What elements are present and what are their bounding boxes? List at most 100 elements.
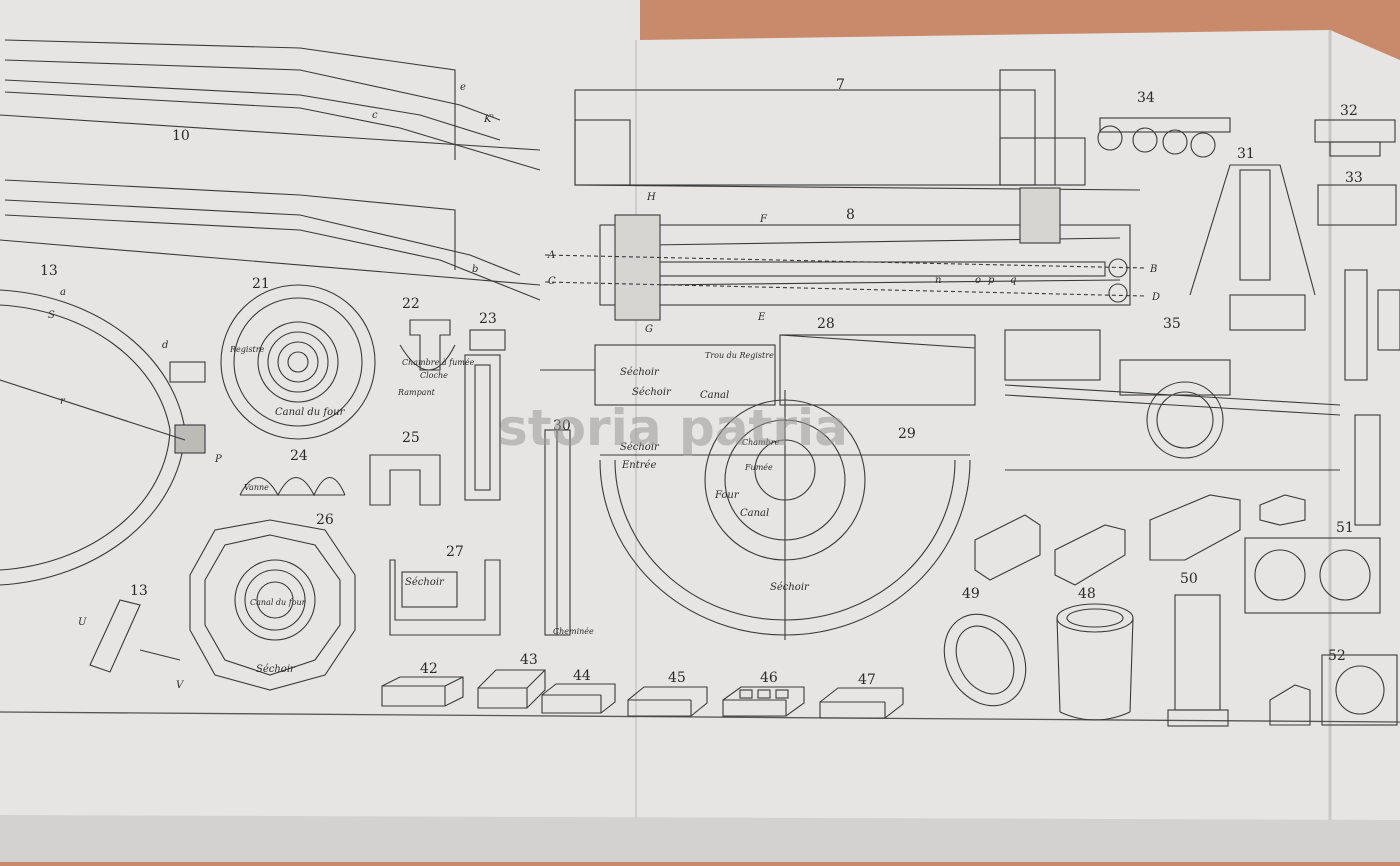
- fig-number-8: 8: [846, 207, 855, 223]
- figure-25-section: [369, 454, 441, 506]
- fig-number-34: 34: [1137, 90, 1155, 106]
- fig-number-46: 46: [760, 670, 778, 686]
- figure-47-brick: [819, 687, 904, 719]
- label-sechoir-28a: Séchoir: [620, 367, 660, 378]
- plate-border-bottom: [0, 711, 1400, 723]
- fig-number-13: 13: [40, 263, 58, 279]
- letter-r: r: [60, 396, 66, 407]
- letter-D: D: [1151, 292, 1160, 303]
- fig-number-49: 49: [962, 586, 980, 602]
- letter-S: S: [48, 310, 55, 321]
- label-fumee: Fumée: [744, 463, 773, 472]
- letter-a: a: [60, 287, 66, 298]
- fig-number-33: 33: [1345, 170, 1363, 186]
- right-edge-columns: [1344, 269, 1400, 526]
- letter-V: V: [176, 680, 185, 691]
- paper-bottom-shadow: [0, 815, 1400, 862]
- label-sechoir-27: Séchoir: [405, 577, 445, 588]
- fig-number-44: 44: [573, 668, 591, 684]
- letter-G: G: [645, 324, 653, 335]
- fig-number-22: 22: [402, 296, 420, 312]
- label-canal-29: Canal: [740, 508, 769, 519]
- letter-K-prime: K': [483, 114, 494, 125]
- fig-number-45: 45: [668, 670, 686, 686]
- label-chambre: Chambre: [742, 438, 780, 447]
- letter-b: b: [472, 264, 478, 275]
- fig-number-25: 25: [402, 430, 420, 446]
- figure-23-flue: [464, 329, 506, 501]
- fig-number-21: 21: [252, 276, 270, 292]
- fig-number-28: 28: [817, 316, 835, 332]
- figure-46-brick: [722, 686, 805, 717]
- letter-o: o: [975, 275, 981, 286]
- fig-number-51: 51: [1336, 520, 1354, 536]
- fig-number-48: 48: [1078, 586, 1096, 602]
- figure-21-round-kiln: [220, 284, 376, 440]
- letter-e: e: [460, 82, 466, 93]
- reference-letters: A B C D E F G H K' P S U V a b c d e n o…: [48, 82, 1160, 691]
- label-rampant: Rampant: [397, 388, 436, 397]
- figure-28-building: [540, 334, 976, 406]
- fig-number-7: 7: [836, 77, 845, 93]
- figure-34-cart: [1097, 117, 1231, 158]
- figure-13-detail: [89, 599, 181, 673]
- fig-number-10: 10: [172, 128, 190, 144]
- figure-33-detail: [1317, 184, 1397, 226]
- letter-H: H: [646, 192, 656, 203]
- fig-number-47: 47: [858, 672, 876, 688]
- letter-c: c: [372, 110, 378, 121]
- figure-27-section: [389, 559, 501, 636]
- label-sechoir-26: Séchoir: [256, 664, 296, 675]
- figure-8-kiln-plan: [544, 187, 1146, 321]
- figure-31-press-tower: [1189, 164, 1316, 331]
- figure-44-perforated-brick: [541, 683, 616, 714]
- label-four: Four: [714, 490, 740, 501]
- letter-U: U: [78, 617, 87, 628]
- letter-F: F: [759, 214, 768, 225]
- fig-number-13-detail: 13: [130, 583, 148, 599]
- figure-numbers: 7 8 10 13 13 21 22 23 24 25 26 27 28 29 …: [40, 77, 1363, 688]
- figure-29-circular-kiln-plan: [599, 390, 971, 640]
- fig-number-30: 30: [553, 418, 571, 434]
- figure-43-hollow-brick: [477, 669, 546, 709]
- fig-number-27: 27: [446, 544, 464, 560]
- fig-number-31: 31: [1237, 146, 1255, 162]
- figure-48-hollow-cylinder: [1056, 603, 1134, 721]
- fig-number-24: 24: [290, 448, 308, 464]
- letter-A: A: [547, 250, 555, 261]
- fig-number-50: 50: [1180, 571, 1198, 587]
- letter-n: n: [935, 275, 941, 286]
- label-registre: Registre: [229, 345, 265, 354]
- figure-42-brick: [381, 676, 464, 707]
- label-entree: Entrée: [621, 460, 656, 471]
- figure-10-section-top: [0, 39, 541, 171]
- fig-number-32: 32: [1340, 103, 1358, 119]
- letter-q: q: [1010, 275, 1016, 286]
- figure-49-ring-block: [943, 613, 1027, 707]
- figure-24-arches: [239, 476, 346, 497]
- letter-p: p: [988, 275, 995, 286]
- label-canal-du-four-21: Canal du four: [275, 407, 346, 418]
- figure-51-openwork-block: [1244, 537, 1381, 614]
- label-chambre-a-fumee: Chambre à fumée: [402, 358, 475, 367]
- fig-number-35: 35: [1163, 316, 1181, 332]
- fig-number-52: 52: [1328, 648, 1346, 664]
- label-canal-28: Canal: [700, 390, 729, 401]
- label-vanne: Vanne: [244, 483, 269, 492]
- figure-13-circular-plan: [0, 289, 206, 586]
- label-cheminee: Cheminée: [553, 627, 594, 636]
- fig-number-26: 26: [316, 512, 334, 528]
- label-cloche: Cloche: [420, 371, 448, 380]
- figure-10-section-bottom: [0, 179, 541, 301]
- figure-50-fluted-column: [1167, 594, 1229, 727]
- figure-35-brick-machine: [1004, 329, 1341, 471]
- figure-30-chimney: [544, 429, 571, 636]
- figure-22-chimney-section: [399, 319, 456, 371]
- figure-52-openwork-block: [1269, 654, 1398, 726]
- label-sechoir-29b: Séchoir: [770, 582, 810, 593]
- figure-32-detail: [1314, 119, 1396, 157]
- watermark-text: storia patria: [498, 399, 848, 457]
- letter-C: C: [548, 276, 556, 287]
